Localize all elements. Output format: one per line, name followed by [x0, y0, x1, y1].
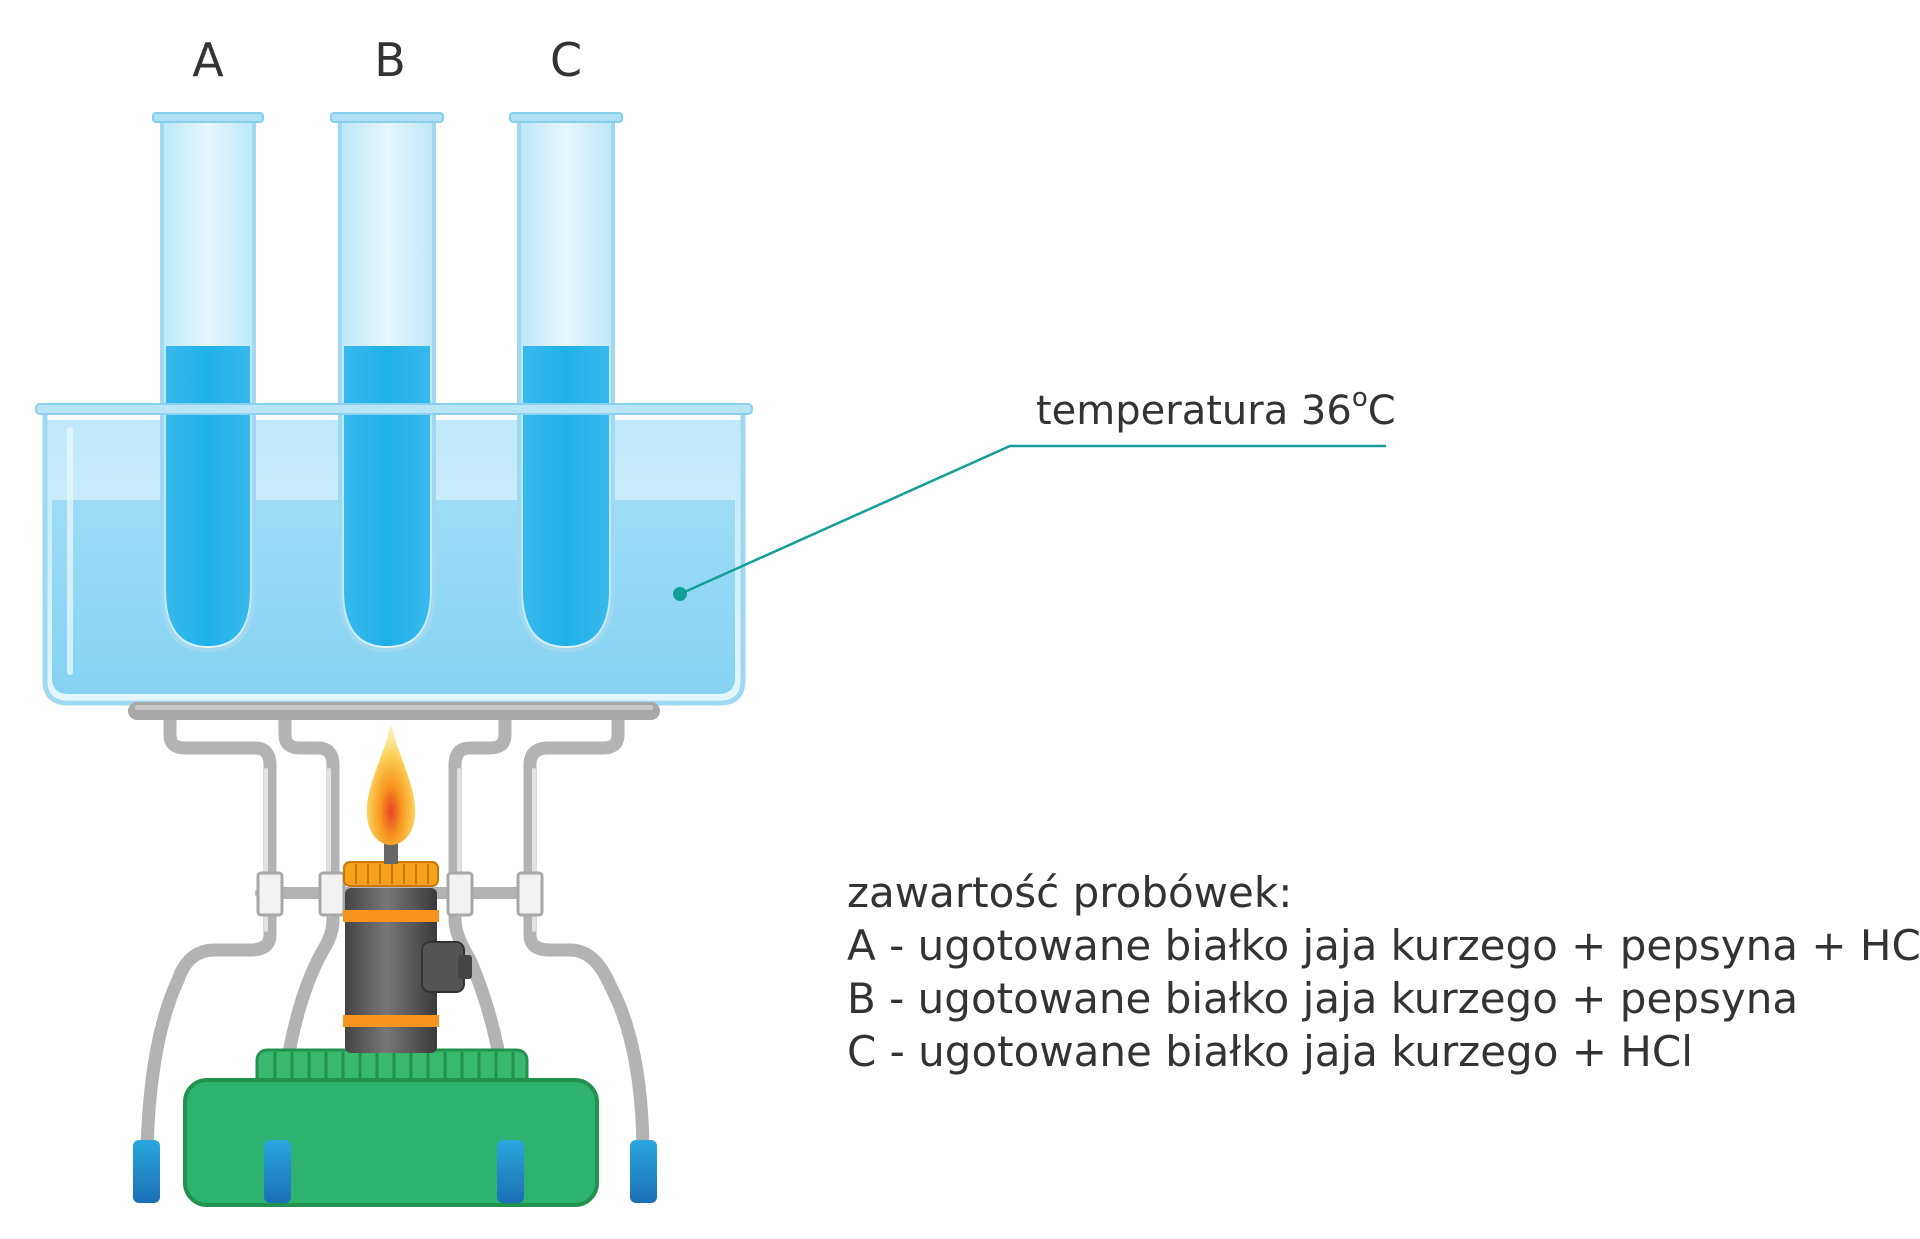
tube-c-liquid [523, 346, 609, 646]
tripod-stand [140, 705, 650, 1157]
stand-feet [133, 1140, 657, 1203]
tube-label-a: A [192, 33, 224, 87]
test-tube-a [152, 112, 264, 653]
legend-title: zawartość probówek: [847, 868, 1292, 917]
tube-label-c: C [550, 33, 582, 87]
tube-a-liquid [166, 346, 250, 646]
test-tube-c [509, 112, 623, 653]
burner-fuel-base [183, 1048, 599, 1207]
temperature-unit: C [1368, 388, 1396, 434]
degree-sign: o [1352, 383, 1368, 413]
temperature-callout: temperatura 36oC [673, 383, 1396, 601]
callout-leader-line [679, 444, 1386, 596]
temperature-text: temperatura 36 [1036, 388, 1352, 434]
legend-line-a: A - ugotowane białko jaja kurzego + peps… [847, 921, 1920, 970]
stand-leg-2 [271, 705, 340, 1157]
stand-leg-4 [523, 705, 650, 1157]
tube-label-b: B [374, 33, 406, 87]
flame [366, 725, 416, 845]
legend-line-b: B - ugotowane białko jaja kurzego + peps… [847, 974, 1798, 1023]
stand-clamps [256, 871, 544, 917]
stand-leg-1 [140, 705, 277, 1157]
callout-dot [673, 587, 687, 601]
tube-contents-legend: zawartość probówek: A - ugotowane białko… [847, 868, 1920, 1076]
test-tube-b [330, 112, 444, 653]
tube-b-liquid [344, 346, 430, 646]
stand-ring-plate [128, 702, 660, 720]
temperature-label: temperatura 36oC [1036, 383, 1396, 434]
legend-line-c: C - ugotowane białko jaja kurzego + HCl [847, 1027, 1693, 1076]
